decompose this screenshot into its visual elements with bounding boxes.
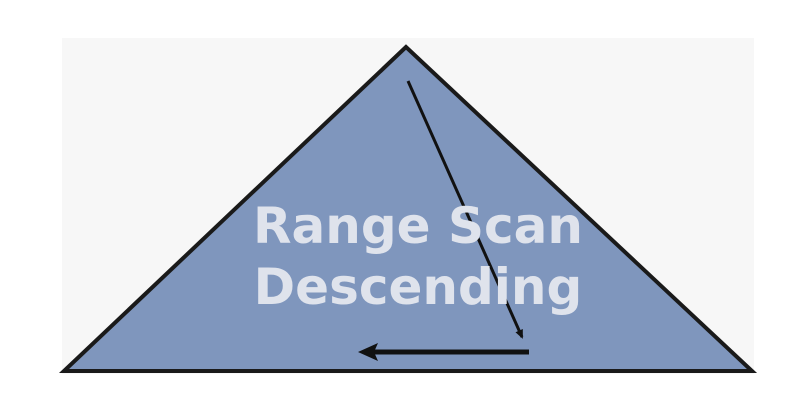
- diagram-label-line1: Range Scan: [253, 197, 583, 255]
- leaf-scan-arrowhead: [358, 343, 378, 361]
- index-triangle: [58, 44, 758, 373]
- descend-arrow: [406, 80, 524, 339]
- diagram-label-line2: Descending: [254, 258, 583, 316]
